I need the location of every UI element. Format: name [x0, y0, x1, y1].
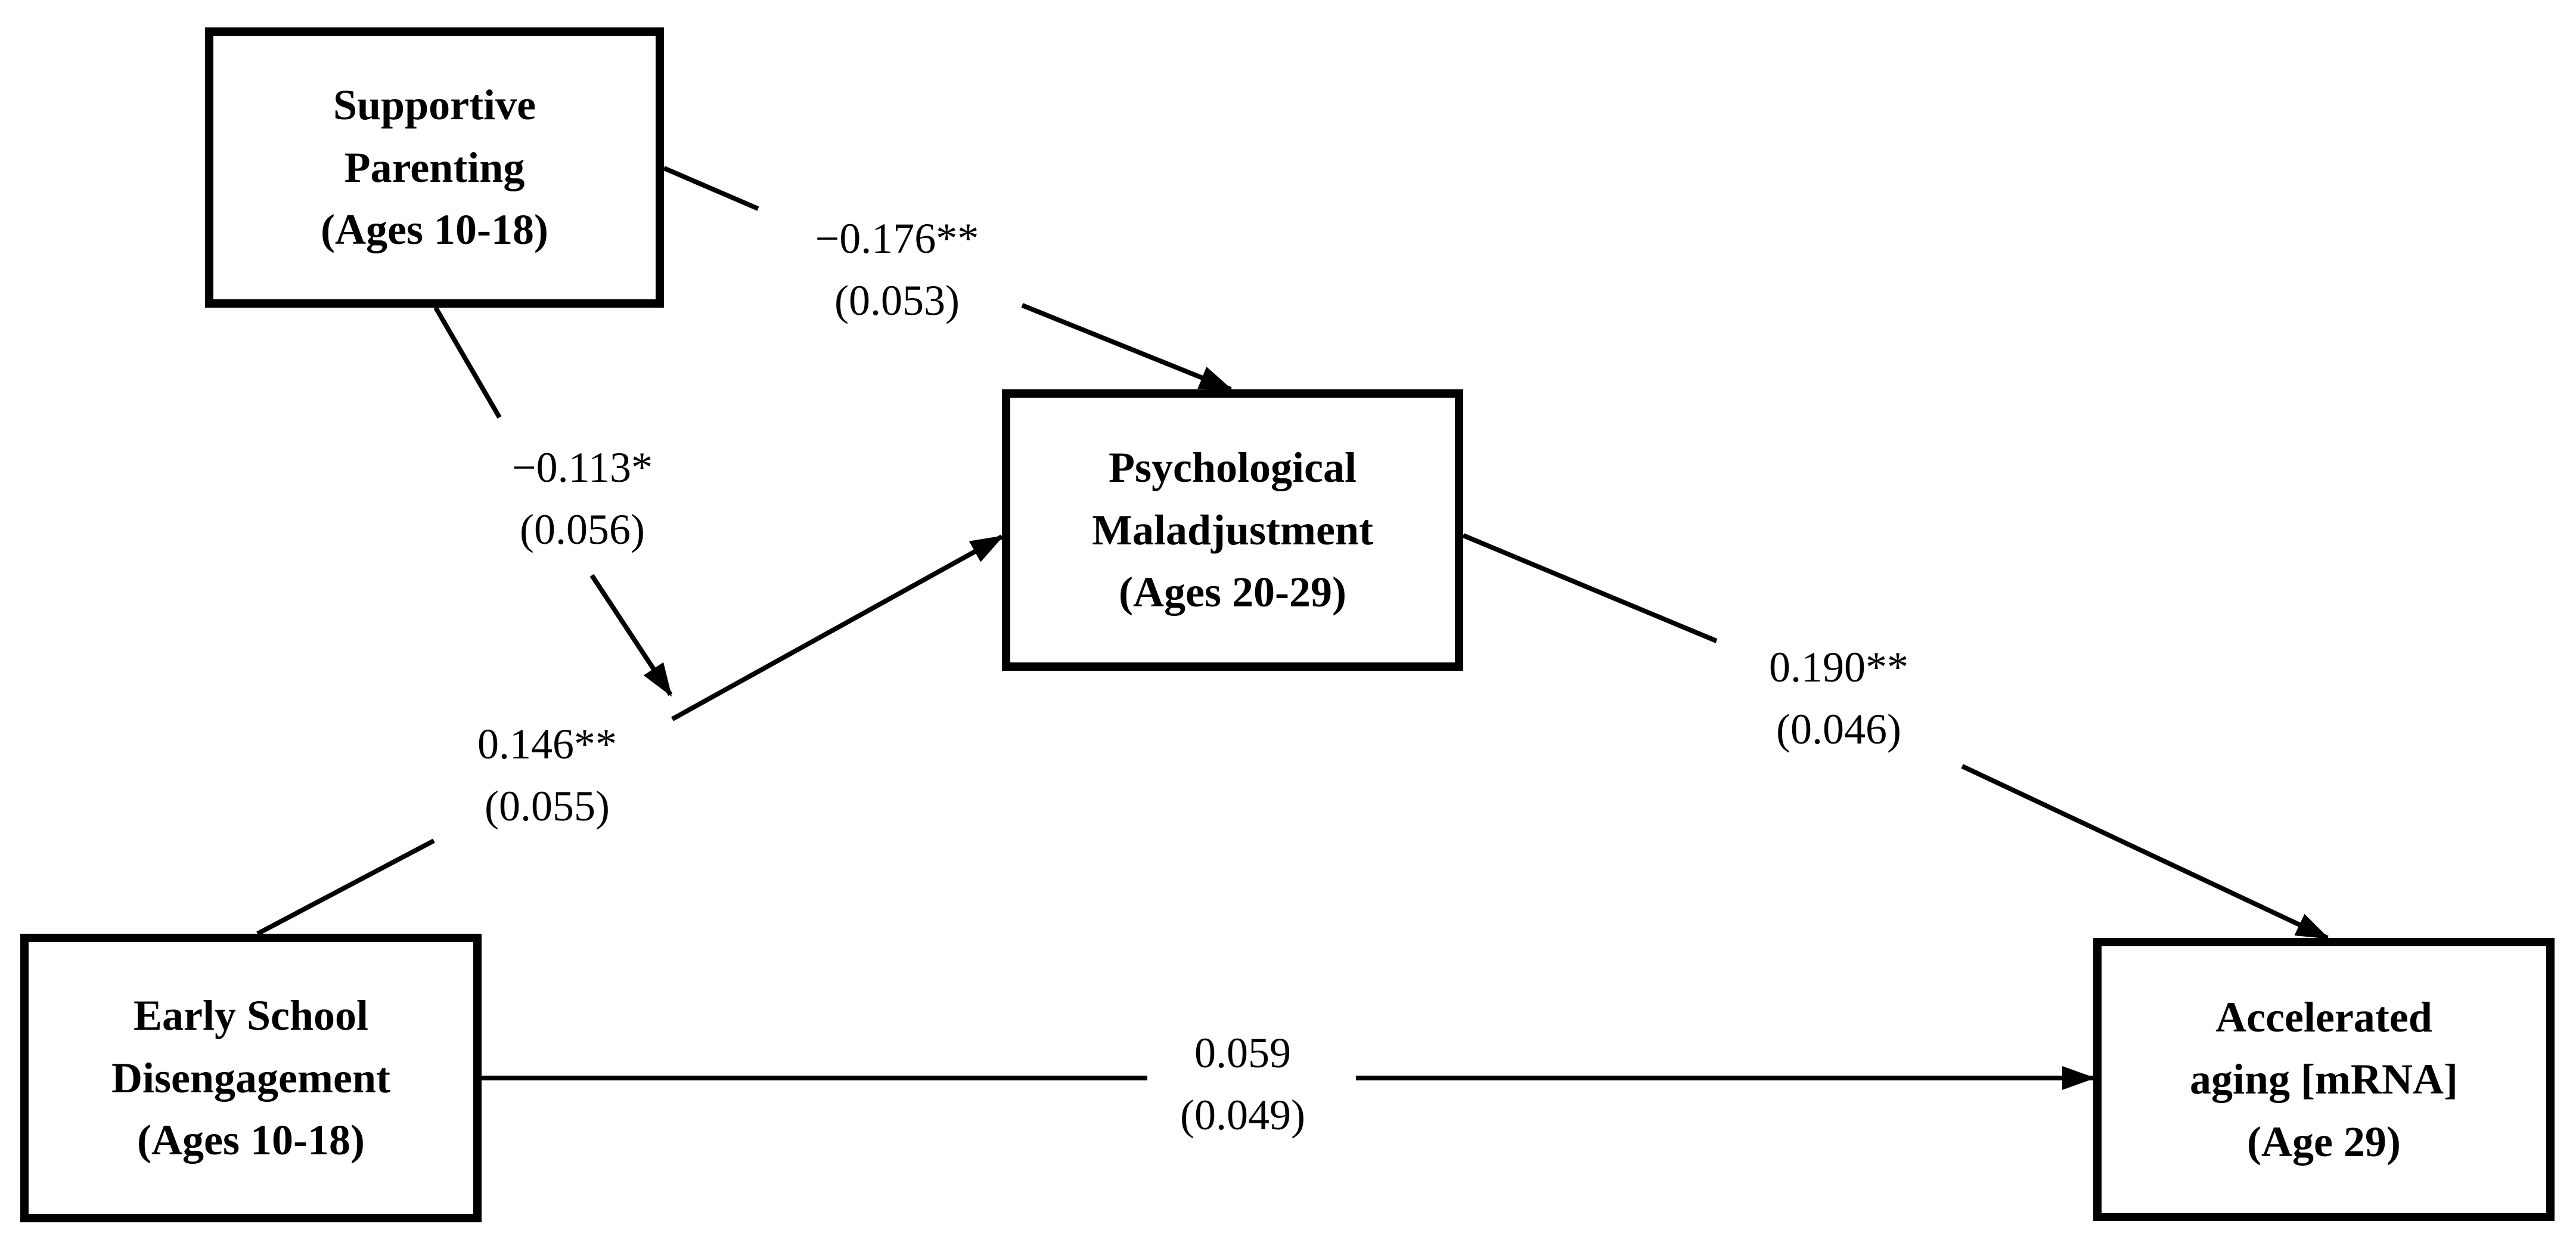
coefficient-parenting-maladjustment: −0.176** (0.053)	[772, 207, 1022, 332]
coefficient-value: 0.190**	[1769, 643, 1908, 691]
path-arrow-parenting-maladjustment	[1021, 303, 1233, 392]
node-label-line: (Ages 20-29)	[1119, 568, 1346, 617]
node-label-line: (Age 29)	[2247, 1117, 2401, 1166]
coefficient-value: −0.113*	[512, 444, 653, 491]
node-label-line: Disengagement	[111, 1054, 390, 1102]
node-label-line: Psychological	[1109, 444, 1357, 492]
node-psychological-maladjustment: Psychological Maladjustment (Ages 20-29)	[1002, 389, 1463, 671]
coefficient-se: (0.046)	[1776, 705, 1901, 754]
node-label-line: Parenting	[344, 143, 525, 191]
node-label-line: Early School	[133, 992, 369, 1040]
path-line-parenting-maladjustment-a	[663, 166, 759, 211]
coefficient-se: (0.053)	[834, 277, 960, 325]
node-label-line: (Ages 10-18)	[321, 206, 548, 254]
coefficient-value: 0.059	[1194, 1029, 1291, 1077]
path-line-parenting-moderation-a	[433, 306, 502, 419]
coefficient-se: (0.049)	[1180, 1091, 1305, 1139]
node-early-school-disengagement: Early School Disengagement (Ages 10-18)	[20, 934, 482, 1222]
node-label-line: aging [mRNA]	[2190, 1055, 2458, 1104]
coefficient-disengagement-aging: 0.059 (0.049)	[1123, 1022, 1362, 1147]
node-label-line: Accelerated	[2215, 993, 2432, 1041]
coefficient-se: (0.055)	[485, 782, 610, 831]
path-line-maladjustment-aging-a	[1462, 533, 1718, 643]
coefficient-maladjustment-aging: 0.190** (0.046)	[1714, 636, 1964, 761]
coefficient-se: (0.056)	[520, 506, 645, 554]
path-arrow-maladjustment-aging	[1961, 764, 2330, 940]
coefficient-value: 0.146**	[477, 720, 617, 768]
path-arrow-disengagement-maladjustment	[671, 534, 1004, 721]
path-line-disengagement-maladjustment-a	[256, 838, 435, 936]
node-label-line: Maladjustment	[1092, 506, 1373, 554]
node-accelerated-aging: Accelerated aging [mRNA] (Age 29)	[2093, 938, 2555, 1221]
node-label-line: Supportive	[333, 81, 536, 129]
coefficient-disengagement-maladjustment: 0.146** (0.055)	[428, 713, 666, 838]
coefficient-parenting-moderation: −0.113* (0.056)	[469, 436, 696, 561]
node-supportive-parenting: Supportive Parenting (Ages 10-18)	[205, 27, 664, 308]
node-label-line: (Ages 10-18)	[137, 1116, 365, 1164]
coefficient-value: −0.176**	[815, 215, 979, 262]
path-arrow-parenting-moderation	[589, 574, 673, 697]
